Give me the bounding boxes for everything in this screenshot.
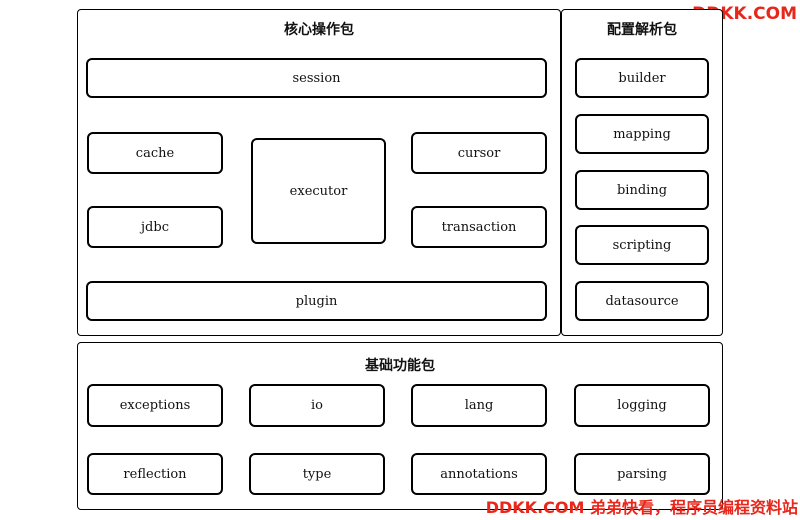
module-plugin: plugin	[86, 281, 547, 321]
base-package-title: 基础功能包	[365, 358, 435, 374]
module-mapping: mapping	[575, 114, 709, 154]
module-reflection: reflection	[87, 453, 223, 495]
module-lang: lang	[411, 384, 547, 427]
module-annotations: annotations	[411, 453, 547, 495]
core-package-title: 核心操作包	[284, 22, 354, 38]
module-cursor: cursor	[411, 132, 547, 174]
module-exceptions: exceptions	[87, 384, 223, 427]
watermark-bottom: DDKK.COM 弟弟快看，程序员编程资料站	[485, 498, 798, 517]
module-scripting: scripting	[575, 225, 709, 265]
config-package-title: 配置解析包	[607, 22, 677, 38]
module-executor: executor	[251, 138, 386, 244]
module-builder: builder	[575, 58, 709, 98]
base-package-group: 基础功能包 exceptions io lang logging reflect…	[77, 342, 723, 510]
module-logging: logging	[574, 384, 710, 427]
module-io: io	[249, 384, 385, 427]
module-type: type	[249, 453, 385, 495]
module-session: session	[86, 58, 547, 98]
module-jdbc: jdbc	[87, 206, 223, 248]
config-package-group: 配置解析包 builder mapping binding scripting …	[561, 9, 723, 336]
module-parsing: parsing	[574, 453, 710, 495]
module-binding: binding	[575, 170, 709, 210]
module-transaction: transaction	[411, 206, 547, 248]
core-package-group: 核心操作包 session cache executor cursor jdbc…	[77, 9, 561, 336]
module-cache: cache	[87, 132, 223, 174]
module-datasource: datasource	[575, 281, 709, 321]
